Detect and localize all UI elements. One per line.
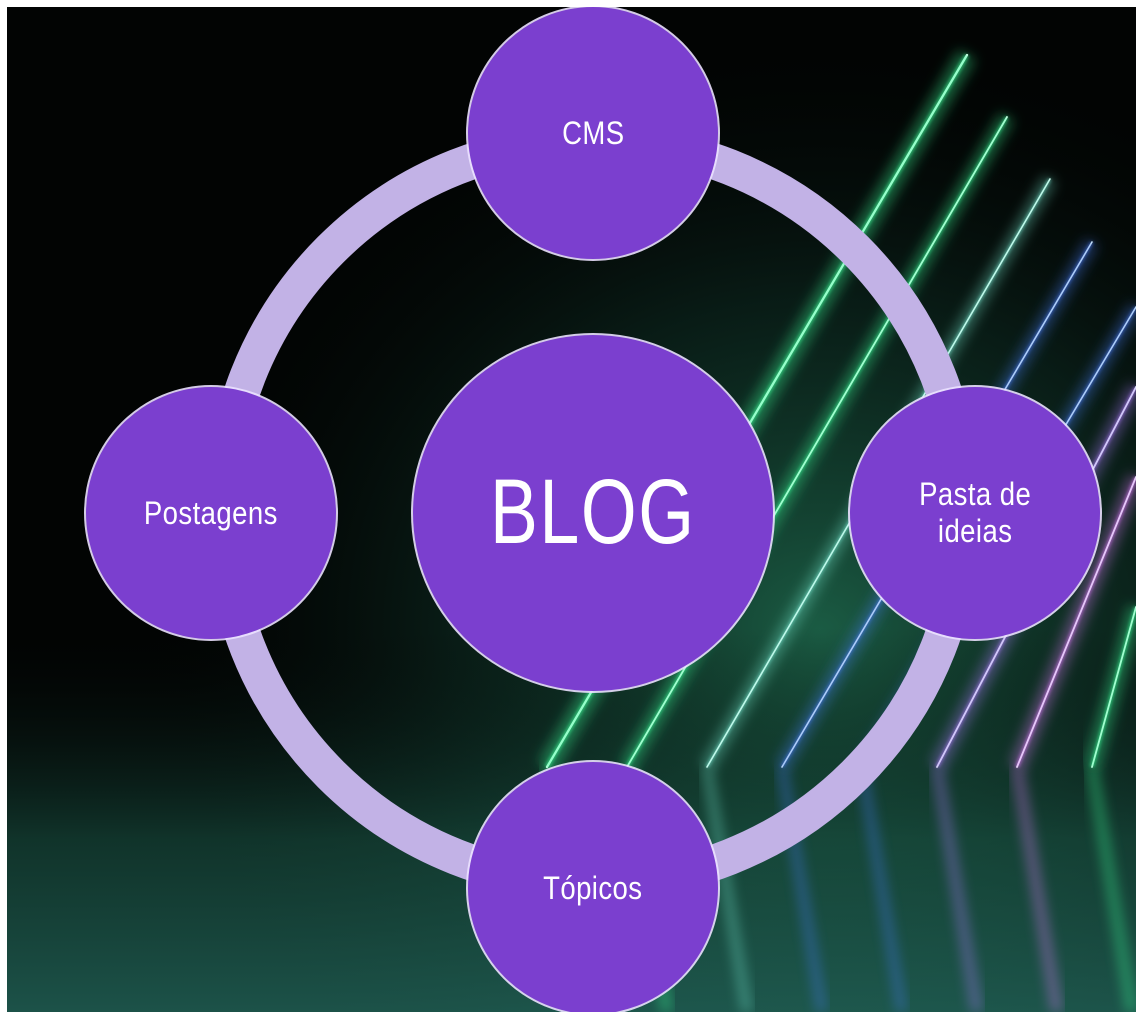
postagens-label: Postagens <box>144 494 278 531</box>
neon-line-reflection <box>701 766 753 1012</box>
neon-line-reflection <box>1011 766 1063 1012</box>
neon-line-reflection <box>856 766 908 1012</box>
postagens-node: Postagens <box>86 387 336 639</box>
pasta-de-ideias-label: Pasta de ideias <box>918 476 1032 549</box>
pasta-de-ideias-node: Pasta de ideias <box>850 387 1100 639</box>
topicos-label: Tópicos <box>543 869 643 906</box>
topicos-node: Tópicos <box>468 762 718 1012</box>
blog-label: BLOG <box>490 461 696 564</box>
neon-line-reflection <box>1086 766 1136 1012</box>
diagram-canvas: CMS Pasta de ideias Tópicos Postagens BL… <box>7 7 1136 1012</box>
neon-line-edge <box>1090 606 1136 768</box>
cms-label: CMS <box>561 114 625 151</box>
neon-line-reflection <box>931 766 983 1012</box>
neon-line-edge <box>1015 476 1136 768</box>
blog-center-node: BLOG <box>413 335 773 691</box>
cms-node: CMS <box>468 7 718 259</box>
